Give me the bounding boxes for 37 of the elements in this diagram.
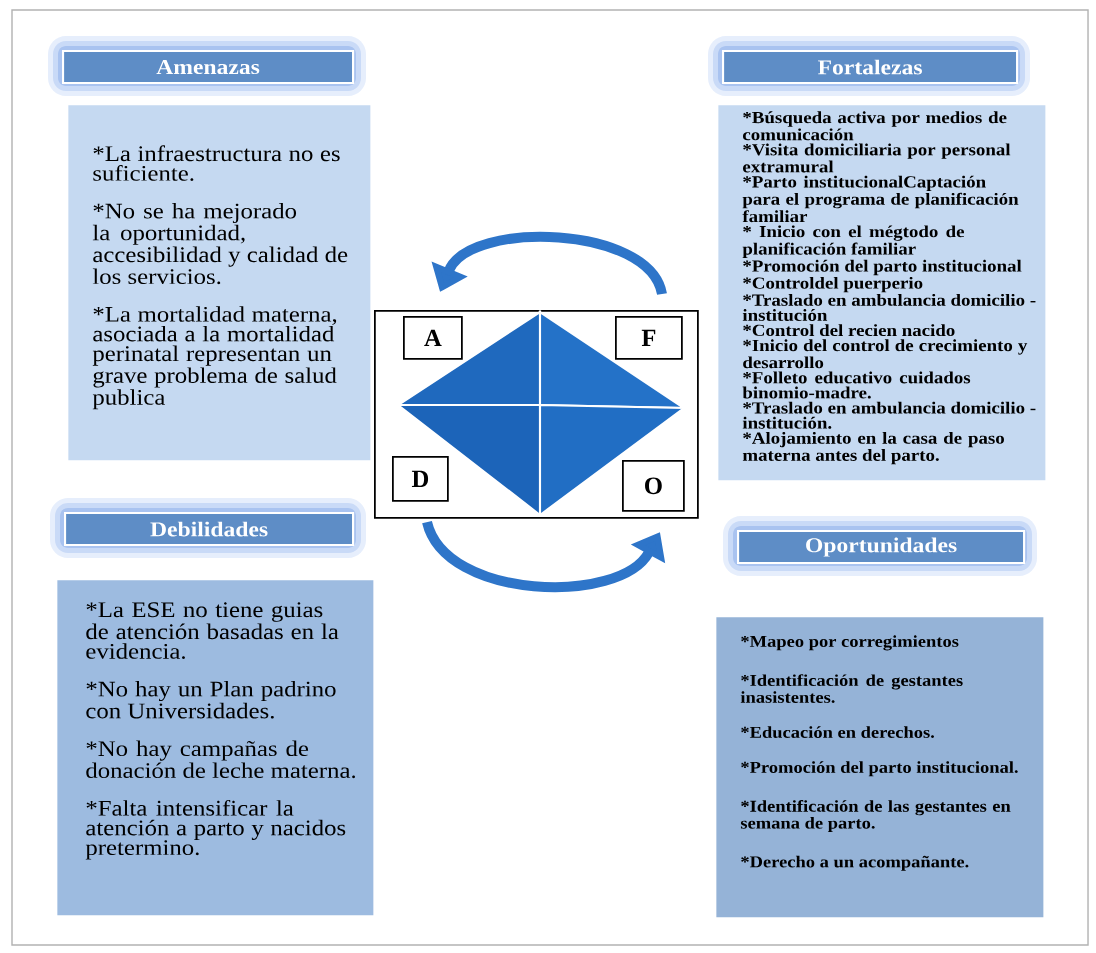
list-item: *Promoción del parto institucional.	[741, 761, 1018, 777]
letter-box: A	[403, 316, 463, 360]
letter-box: O	[622, 460, 685, 512]
list-item: *Identificación de las gestantes en semana de parto.	[740, 800, 1011, 832]
list-item: *Mapeo por corregimientos	[741, 635, 959, 651]
letter-box: D	[392, 456, 449, 502]
list-item: *Traslado en ambulancia domicilio - institución	[742, 293, 1036, 321]
list-item: *Parto institucionalCaptación para el programa de planificación familiar	[742, 175, 1019, 223]
list-item: *Derecho a un acompañante.	[741, 855, 969, 871]
list-item: *No hay campañas de donación de leche materna.	[86, 740, 356, 779]
list-item: *La ESE no tiene guias de atención basadas en la evidencia.	[86, 602, 339, 659]
list-item: *No hay un Plan padrino con Universidades.	[86, 680, 336, 719]
list-item: *La mortalidad materna, asociada a la mortalidad perinatal representan un grave problema de salud publica	[92, 306, 337, 410]
list-item: *Promoción del parto institucional	[743, 259, 1022, 276]
list-item: *Alojamiento en la casa de paso materna antes del parto.	[742, 431, 1004, 465]
text-panel	[716, 617, 1044, 918]
list-item: *No se ha mejorado la oportunidad, accesibilidad y calidad de los servicios.	[92, 202, 348, 285]
text-panel	[57, 580, 374, 916]
list-item: *Educación en derechos.	[741, 726, 934, 738]
list-item: *Controldel puerperio	[743, 276, 923, 293]
header-box: Fortalezas	[708, 36, 1030, 96]
letter-box: F	[615, 316, 683, 360]
header-box: Oportunidades	[723, 516, 1037, 576]
list-item: *Folleto educativo cuidados binomio-madre.	[742, 371, 971, 399]
list-item: *Identificación de gestantes inasistentes.	[740, 674, 963, 703]
text-panel	[68, 105, 371, 461]
list-item: *Visita domiciliaria por personal extramural	[743, 143, 1011, 173]
list-item: *Búsqueda activa por medios de comunicación	[743, 111, 1007, 141]
list-item: * Inicio con el mégtodo de planificación familiar	[742, 225, 965, 259]
list-item: *Inicio del control de crecimiento y desarrollo	[743, 339, 1028, 369]
list-item: *Falta intensificar la atención a parto y nacidos pretermino.	[85, 799, 346, 860]
header-box: Amenazas	[48, 36, 366, 96]
header-box: Debilidades	[50, 498, 366, 558]
list-item: *La infraestructura no es suficiente.	[93, 145, 340, 181]
list-item: *Traslado en ambulancia domicilio - institución.	[742, 401, 1036, 429]
list-item: *Control del recien nacido	[743, 324, 955, 337]
text-panel	[718, 105, 1046, 481]
